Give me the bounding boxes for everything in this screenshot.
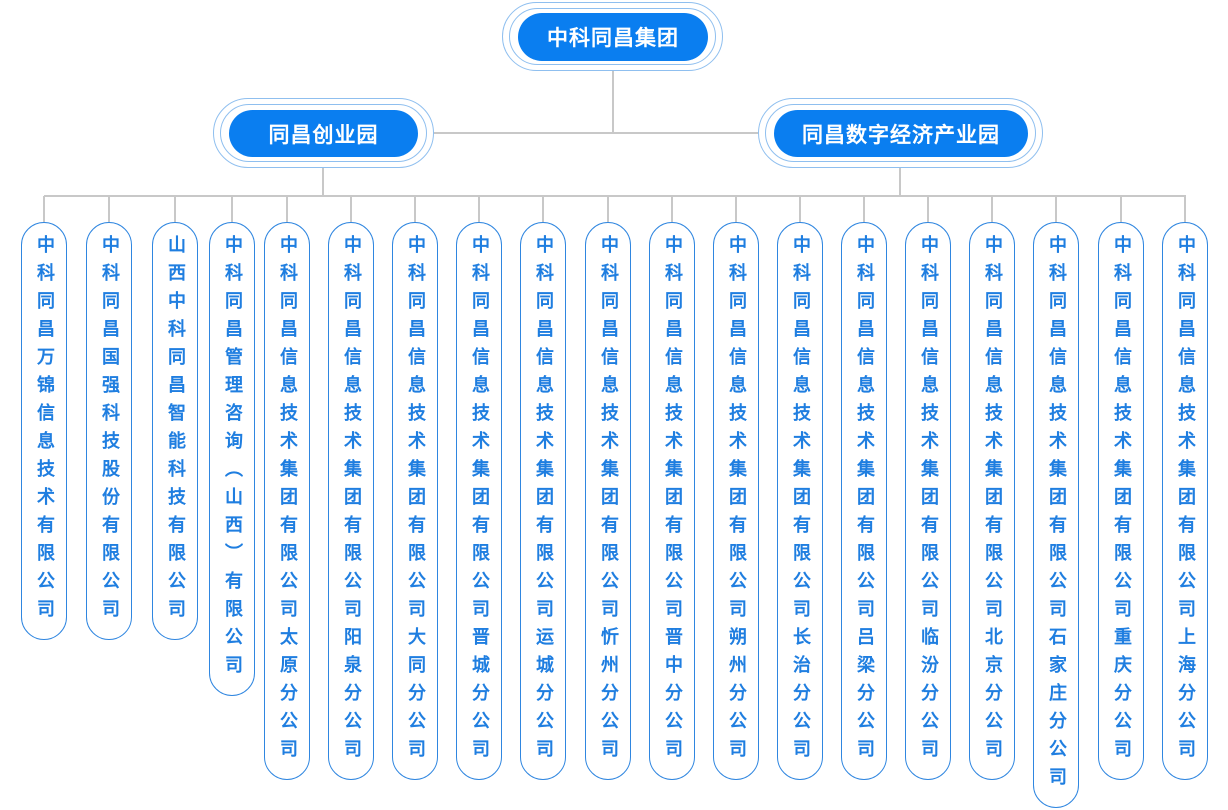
company-name: 中科同昌信息技术集团有限公司重庆分公司 [1111,235,1132,767]
company-name: 中科同昌信息技术集团有限公司阳泉分公司 [341,235,362,767]
connector [612,70,614,133]
connector [1120,196,1122,222]
company-name: 中科同昌信息技术集团有限公司运城分公司 [533,235,554,767]
connector [286,196,288,222]
company-node[interactable]: 中科同昌信息技术集团有限公司晋城分公司 [456,222,502,780]
company-node[interactable]: 中科同昌信息技术集团有限公司临汾分公司 [905,222,951,780]
park-node-ring [220,104,427,162]
connector [607,196,609,222]
company-node[interactable]: 中科同昌信息技术集团有限公司晋中分公司 [649,222,695,780]
company-node[interactable]: 中科同昌信息技术集团有限公司大同分公司 [392,222,438,780]
company-node[interactable]: 中科同昌信息技术集团有限公司太原分公司 [264,222,310,780]
root-node-ring [502,2,723,71]
connector [231,196,233,222]
connector [350,196,352,222]
company-node[interactable]: 中科同昌信息技术集团有限公司石家庄分公司 [1033,222,1079,808]
connector [799,196,801,222]
company-name: 中科同昌信息技术集团有限公司大同分公司 [405,235,426,767]
company-name: 中科同昌信息技术集团有限公司长治分公司 [790,235,811,767]
connector [44,195,1186,197]
company-name: 中科同昌信息技术集团有限公司忻州分公司 [598,235,619,767]
company-node[interactable]: 中科同昌国强科技股份有限公司 [86,222,132,640]
company-node[interactable]: 中科同昌信息技术集团有限公司长治分公司 [777,222,823,780]
company-name: 中科同昌信息技术集团有限公司上海分公司 [1175,235,1196,767]
company-node[interactable]: 中科同昌信息技术集团有限公司北京分公司 [969,222,1015,780]
park-node-ring [765,104,1036,162]
connector [542,196,544,222]
connector [991,196,993,222]
company-name: 中科同昌信息技术集团有限公司朔州分公司 [726,235,747,767]
company-name: 中科同昌信息技术集团有限公司吕梁分公司 [854,235,875,767]
connector [478,196,480,222]
connector [43,196,45,222]
connector [1055,196,1057,222]
park-node-digital-economy[interactable]: 同昌数字经济产业园 [774,110,1028,157]
company-node[interactable]: 中科同昌万锦信息技术有限公司 [21,222,67,640]
company-name: 中科同昌信息技术集团有限公司晋城分公司 [469,235,490,767]
connector [735,196,737,222]
park-node-chuangye[interactable]: 同昌创业园 [229,110,418,157]
park-node-ring [758,98,1043,168]
company-node[interactable]: 中科同昌信息技术集团有限公司吕梁分公司 [841,222,887,780]
company-node[interactable]: 中科同昌信息技术集团有限公司上海分公司 [1162,222,1208,780]
park-node-ring [213,98,434,168]
company-node[interactable]: 中科同昌信息技术集团有限公司朔州分公司 [713,222,759,780]
connector [1184,196,1186,222]
company-name: 中科同昌万锦信息技术有限公司 [34,235,55,627]
connector [671,196,673,222]
company-node[interactable]: 中科同昌信息技术集团有限公司重庆分公司 [1098,222,1144,780]
company-name: 中科同昌国强科技股份有限公司 [99,235,120,627]
connector [322,168,324,196]
company-node[interactable]: 中科同昌管理咨询（山西）有限公司 [209,222,255,696]
company-name: 中科同昌信息技术集团有限公司石家庄分公司 [1046,235,1067,795]
company-node[interactable]: 中科同昌信息技术集团有限公司忻州分公司 [585,222,631,780]
company-node[interactable]: 中科同昌信息技术集团有限公司阳泉分公司 [328,222,374,780]
company-name: 中科同昌信息技术集团有限公司临汾分公司 [918,235,939,767]
connector [174,196,176,222]
connector [899,168,901,196]
company-name: 中科同昌信息技术集团有限公司北京分公司 [982,235,1003,767]
company-name: 山西中科同昌智能科技有限公司 [165,235,186,627]
root-node-ring [509,8,716,65]
company-name: 中科同昌信息技术集团有限公司太原分公司 [277,235,298,767]
root-node[interactable]: 中科同昌集团 [518,13,708,61]
company-node[interactable]: 中科同昌信息技术集团有限公司运城分公司 [520,222,566,780]
connector [414,196,416,222]
connector [108,196,110,222]
company-name: 中科同昌管理咨询（山西）有限公司 [222,235,243,683]
connector [434,132,758,134]
connector [927,196,929,222]
company-name: 中科同昌信息技术集团有限公司晋中分公司 [662,235,683,767]
company-node[interactable]: 山西中科同昌智能科技有限公司 [152,222,198,640]
connector [863,196,865,222]
